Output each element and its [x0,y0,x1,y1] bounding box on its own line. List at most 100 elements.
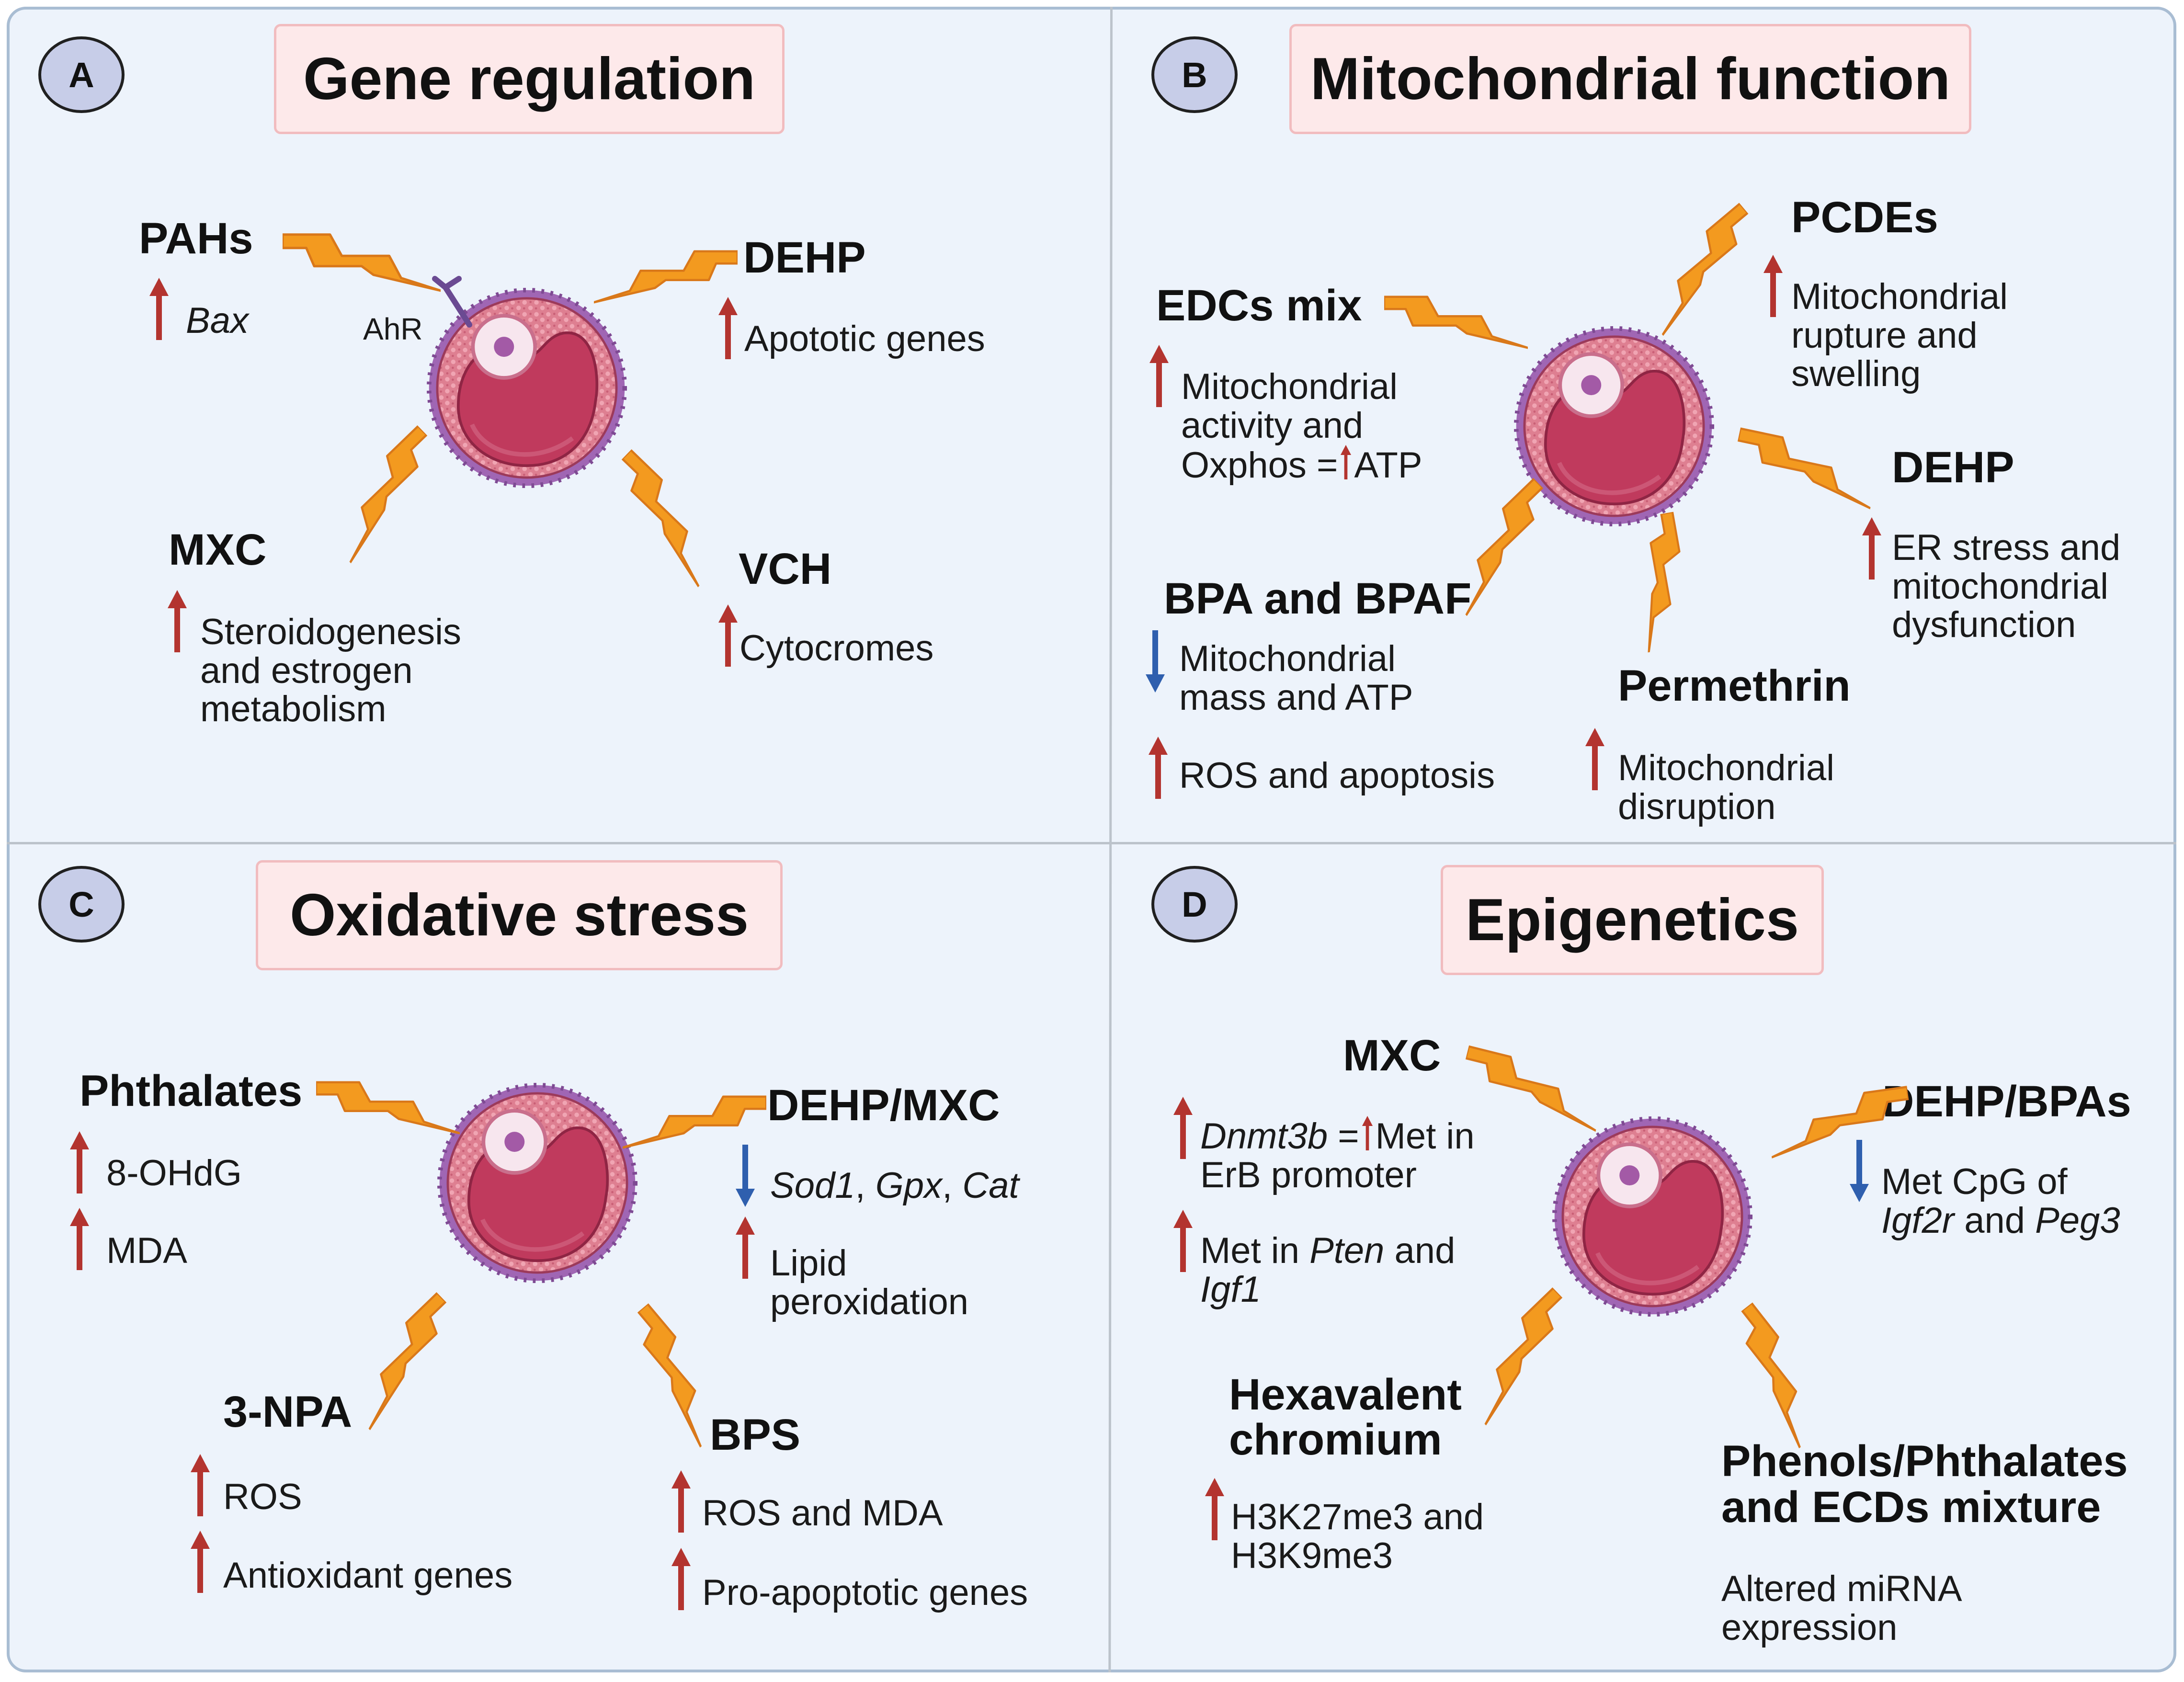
gene-igf1: Igf1 [1200,1269,1261,1310]
effect-dnmt3b-methylation: Dnmt3b =Met in ErB promoter [1200,1116,1475,1194]
effect-text: ROS and MDA [702,1493,943,1534]
effect-text: and [1954,1200,2036,1241]
effect-histone-methylation: H3K27me3 and H3K9me3 [1231,1498,1484,1575]
agent-dehp: DEHP [1892,443,2014,492]
effect-line: expression [1721,1607,1898,1648]
effect-8-ohdg: 8-OHdG [106,1154,242,1193]
gene-sod1: Sod1 [770,1165,855,1206]
agent-mxc: MXC [1343,1031,1441,1080]
up-arrow-icon [1205,1478,1224,1540]
effect-line: and estrogen [200,650,413,691]
panel-letter-d: D [1151,866,1238,943]
agent-line: Hexavalent [1229,1370,1462,1419]
agent-phenols-phthalates-mixture: Phenols/Phthalates and ECDs mixture [1721,1437,2128,1532]
up-arrow-icon [736,1216,755,1279]
effect-line: Mitochondrial [1179,638,1396,679]
effect-text: 8-OHdG [106,1153,242,1193]
up-arrow-icon [191,1531,210,1593]
effect-ros-mda: ROS and MDA [702,1494,943,1533]
effect-apoptotic-genes: Apototic genes [744,318,985,359]
effect-mitochondrial-disruption: Mitochondrial disruption [1618,749,1834,826]
agent-dehp: DEHP [743,233,866,282]
panel-title-oxidative-stress: Oxidative stress [256,860,783,970]
effect-line: swelling [1791,353,1921,395]
up-arrow-icon [1585,728,1604,790]
panel-letter-a: A [38,36,125,113]
up-arrow-icon [1173,1097,1193,1159]
horizontal-divider [7,842,2176,844]
equals-sign: = [1328,1116,1359,1157]
agent-line: and ECDs mixture [1721,1482,2101,1532]
effect-cpg-methylation: Met CpG of Igf2r and Peg3 [1881,1161,2120,1241]
panel-title-mitochondrial-function: Mitochondrial function [1289,24,1971,134]
effect-ros: ROS [223,1477,302,1517]
effect-line: ErB promoter [1200,1154,1417,1195]
down-arrow-icon [736,1145,755,1207]
gene-dnmt3b: Dnmt3b [1200,1116,1328,1157]
effect-line: Steroidogenesis [200,612,462,652]
gene-gpx: Gpx [875,1165,943,1206]
effect-line: Sod1, Gpx, Cat [770,1165,1019,1206]
effect-text: Apototic genes [744,318,985,359]
agent-dehp-bpas: DEHP/BPAs [1882,1077,2131,1126]
effect-line: dysfunction [1892,604,2076,646]
agent-permethrin: Permethrin [1618,661,1851,710]
effect-line: Mitochondrial [1618,748,1834,788]
effect-line: Lipid [770,1243,847,1284]
up-arrow-icon [168,590,187,652]
lightning-bolt-icon [1384,287,1528,354]
figure-frame [7,7,2176,1672]
agent-line: Phenols/Phthalates [1721,1437,2128,1486]
effect-line: Met CpG of [1881,1161,2068,1202]
ahr-label: AhR [363,312,423,346]
effect-line: Oxphos =ATP [1181,445,1422,485]
up-arrow-icon [70,1208,89,1270]
separator: , [855,1165,876,1206]
effect-line: ER stress and [1892,527,2121,568]
effect-mda: MDA [106,1231,187,1271]
gene-bax: Bax [186,300,249,341]
effect-line: rupture and [1791,315,1978,356]
effect-line: Mitochondrial [1791,276,2008,317]
agent-pcdes: PCDEs [1791,193,1938,242]
gene-cat: Cat [962,1165,1019,1206]
agent-phthalates: Phthalates [80,1067,303,1115]
panel-title-epigenetics: Epigenetics [1441,865,1824,975]
separator: , [942,1165,963,1206]
agent-dehp-mxc: DEHP/MXC [767,1081,1000,1130]
agent-bpa-bpaf: BPA and BPAF [1164,574,1472,623]
up-arrow-icon [1341,445,1352,480]
gene-pten: Pten [1309,1230,1385,1271]
lightning-bolt-icon [594,244,738,307]
up-arrow-icon [671,1548,691,1610]
effect-line: mass and ATP [1179,677,1413,718]
panel-letter-b: B [1151,36,1238,113]
effect-line: H3K9me3 [1231,1535,1393,1576]
agent-vch: VCH [739,545,832,593]
effect-line: metabolism [200,689,387,730]
effect-pten-igf1-methylation: Met in Pten and Igf1 [1200,1230,1455,1310]
up-arrow-icon [671,1470,691,1533]
effect-line: peroxidation [770,1281,969,1322]
effect-text: ROS and apoptosis [1179,755,1495,796]
agent-pahs: PAHs [139,214,253,263]
effect-er-stress: ER stress and mitochondrial dysfunction [1892,527,2121,646]
effect-line: H3K27me3 and [1231,1497,1484,1537]
effect-antioxidant-enzymes: Sod1, Gpx, Cat [770,1165,1019,1206]
up-arrow-icon [1149,737,1168,799]
up-arrow-icon [718,297,738,359]
effect-pro-apoptotic-genes: Pro-apoptotic genes [702,1572,1028,1613]
ahr-receptor-icon [432,276,472,328]
effect-line: Mitochondrial [1181,366,1398,407]
panel-title-gene-regulation: Gene regulation [274,24,785,134]
effect-line: disruption [1618,786,1776,827]
down-arrow-icon [1850,1140,1869,1202]
agent-bps: BPS [710,1410,801,1459]
effect-line: mitochondrial [1892,566,2108,607]
lightning-bolt-icon [623,1087,766,1154]
effect-mitochondrial-activity: Mitochondrial activity and Oxphos =ATP [1181,366,1422,485]
lightning-bolt-icon [283,225,441,297]
effect-text: Pro-apoptotic genes [702,1572,1028,1613]
up-arrow-icon [70,1131,89,1193]
effect-text: Oxphos = [1181,445,1338,486]
